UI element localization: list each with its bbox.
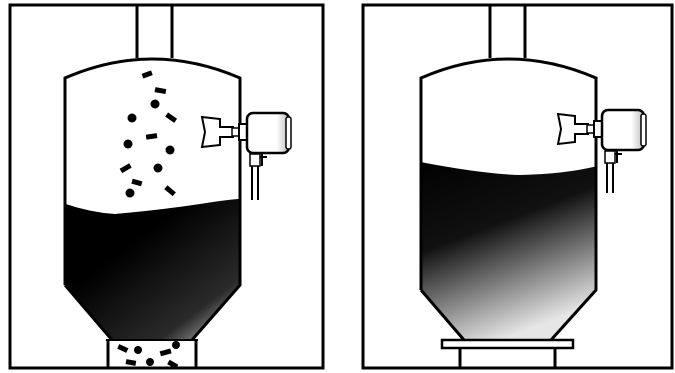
right-inlet-pipe: [488, 6, 527, 58]
left-level-switch: [200, 111, 292, 200]
left-discharge-outlet: [106, 339, 198, 368]
right-panel: [361, 3, 674, 370]
paddle-icon: [556, 112, 589, 146]
rotary-paddle-level-switch-icon: [600, 108, 646, 152]
left-bulk-material: [65, 198, 240, 340]
left-inlet-pipe: [135, 6, 174, 58]
paddle-icon: [200, 115, 234, 149]
left-silo-body: [63, 57, 242, 341]
right-discharge-outlet: [440, 338, 575, 368]
right-bulk-material: [421, 160, 596, 340]
left-outflow-particles: [117, 341, 180, 370]
right-level-switch: [556, 108, 647, 193]
left-panel: [8, 3, 325, 370]
left-falling-material: [119, 70, 178, 198]
right-silo-body: [419, 57, 598, 342]
rotary-paddle-level-switch-icon: [245, 111, 291, 155]
